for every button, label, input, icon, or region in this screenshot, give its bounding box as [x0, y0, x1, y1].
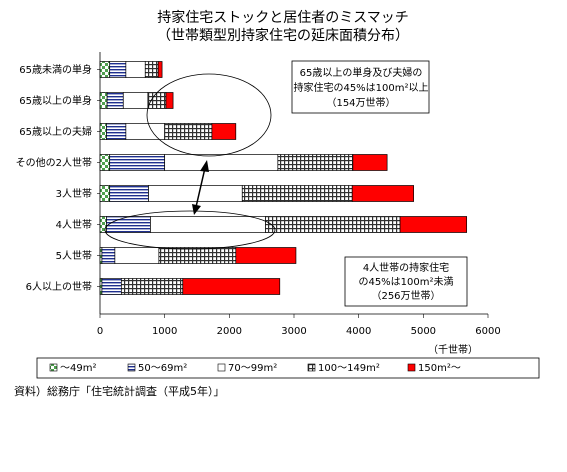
- annotation-elderly-line-2: 持家住宅の45%は100m²以上: [293, 81, 428, 94]
- category-label-4: その他の2人世帯: [16, 156, 92, 169]
- bar-segment-5-1: [99, 185, 111, 202]
- x-tick-label-7: 6000: [475, 326, 500, 337]
- source-note: 資料）総務庁「住宅統計調査（平成5年）」: [14, 384, 225, 398]
- bar-segment-5-4: [241, 185, 353, 202]
- bar-segment-6-3: [150, 216, 266, 233]
- bar-segment-1-1: [99, 61, 111, 78]
- category-label-8: 6人以上の世帯: [26, 280, 92, 293]
- x-tick-label-6: 5000: [411, 326, 436, 337]
- chart-title-line-1: 持家住宅ストックと居住者のミスマッチ: [157, 9, 409, 26]
- plot-area: [97, 52, 488, 315]
- bar-segment-4-5: [352, 154, 388, 171]
- category-label-1: 65歳未満の単身: [19, 63, 92, 76]
- legend-swatch-4: [307, 363, 316, 372]
- legend-swatch-2: [127, 363, 136, 372]
- bar-segment-2-3: [122, 92, 149, 109]
- legend-swatch-1: [49, 363, 58, 372]
- annotation-elderly-line-3: （154万世帯）: [326, 96, 395, 109]
- bar-segment-6-5: [399, 216, 468, 233]
- category-label-6: 4人世帯: [56, 218, 92, 231]
- bar-segment-2-1: [99, 92, 108, 109]
- bar-segment-1-2: [109, 61, 127, 78]
- bar-segment-1-4: [144, 61, 159, 78]
- chart-title: 持家住宅ストックと居住者のミスマッチ （世帯類型別持家住宅の延床面積分布）: [157, 9, 409, 44]
- x-tick-label-4: 3000: [281, 326, 306, 337]
- x-tick-label-1: 0: [97, 326, 103, 337]
- legend-label-3: 70～99m²: [228, 363, 277, 374]
- legend: ～49m² 50～69m² 70～99m² 100～149m² 150m²～: [36, 357, 540, 379]
- bar-segment-8-4: [120, 278, 184, 295]
- annotation-four-line-3: （256万世帯）: [371, 289, 440, 302]
- legend-frame: [36, 357, 540, 379]
- legend-label-5: 150m²～: [418, 363, 461, 374]
- category-label-7: 5人世帯: [56, 249, 92, 262]
- x-axis-ticks: 0 1000 2000 3000 4000 5000 6000: [97, 314, 501, 337]
- legend-swatch-3: [217, 363, 226, 372]
- bar-segment-8-5: [182, 278, 281, 295]
- bar-segment-3-5: [211, 123, 237, 140]
- x-tick-label-3: 2000: [217, 326, 242, 337]
- x-tick-label-5: 4000: [346, 326, 371, 337]
- double-arrow: [192, 160, 209, 215]
- bar-segment-4-1: [99, 154, 111, 171]
- bar-segment-5-3: [148, 185, 243, 202]
- legend-label-2: 50～69m²: [138, 363, 187, 374]
- bar-segment-7-2: [101, 247, 116, 264]
- annotation-elderly-line-1: 65歳以上の単身及び夫婦の: [300, 66, 423, 79]
- highlight-ellipse-elderly: [146, 73, 272, 157]
- annotation-box-elderly: 65歳以上の単身及び夫婦の 持家住宅の45%は100m²以上 （154万世帯）: [291, 60, 430, 114]
- bar-segment-6-2: [106, 216, 151, 233]
- annotation-four-line-1: 4人世帯の持家住宅: [363, 261, 449, 274]
- category-label-3: 65歳以上の夫婦: [19, 126, 92, 138]
- bar-segment-3-2: [106, 123, 127, 140]
- bar-segment-6-4: [265, 216, 401, 233]
- bar-segment-3-3: [125, 123, 166, 140]
- bar-segment-1-3: [125, 61, 146, 78]
- bar-segment-5-5: [351, 185, 414, 202]
- bar-segment-8-2: [101, 278, 122, 295]
- annotation-box-four-person: 4人世帯の持家住宅 の45%は100m²未満 （256万世帯）: [344, 256, 468, 307]
- bar-segment-2-2: [106, 92, 124, 109]
- bar-segment-3-4: [164, 123, 213, 140]
- highlight-ellipse-four-person: [104, 210, 276, 250]
- bar-segment-4-4: [277, 154, 354, 171]
- bar-segment-4-2: [109, 154, 166, 171]
- x-axis-unit: （千世帯）: [428, 343, 478, 356]
- bar-segment-1-5: [157, 61, 163, 78]
- chart-title-line-2: （世帯類型別持家住宅の延床面積分布）: [157, 27, 409, 44]
- bar-segment-3-1: [99, 123, 107, 140]
- bar-segment-4-3: [164, 154, 279, 171]
- category-label-2: 65歳以上の単身: [19, 94, 92, 107]
- x-tick-label-2: 1000: [152, 326, 177, 337]
- category-label-5: 3人世帯: [56, 187, 92, 200]
- bar-segment-7-5: [235, 247, 297, 264]
- legend-label-1: ～49m²: [60, 363, 96, 374]
- annotation-four-line-2: の45%は100m²未満: [358, 276, 453, 288]
- bar-segment-2-5: [165, 92, 174, 109]
- bar-segment-5-2: [109, 185, 149, 202]
- bar-segment-7-4: [158, 247, 237, 264]
- legend-label-4: 100～149m²: [318, 363, 380, 374]
- legend-swatch-5: [407, 363, 416, 372]
- bar-segment-7-3: [114, 247, 160, 264]
- bar-segment-6-1: [99, 216, 107, 233]
